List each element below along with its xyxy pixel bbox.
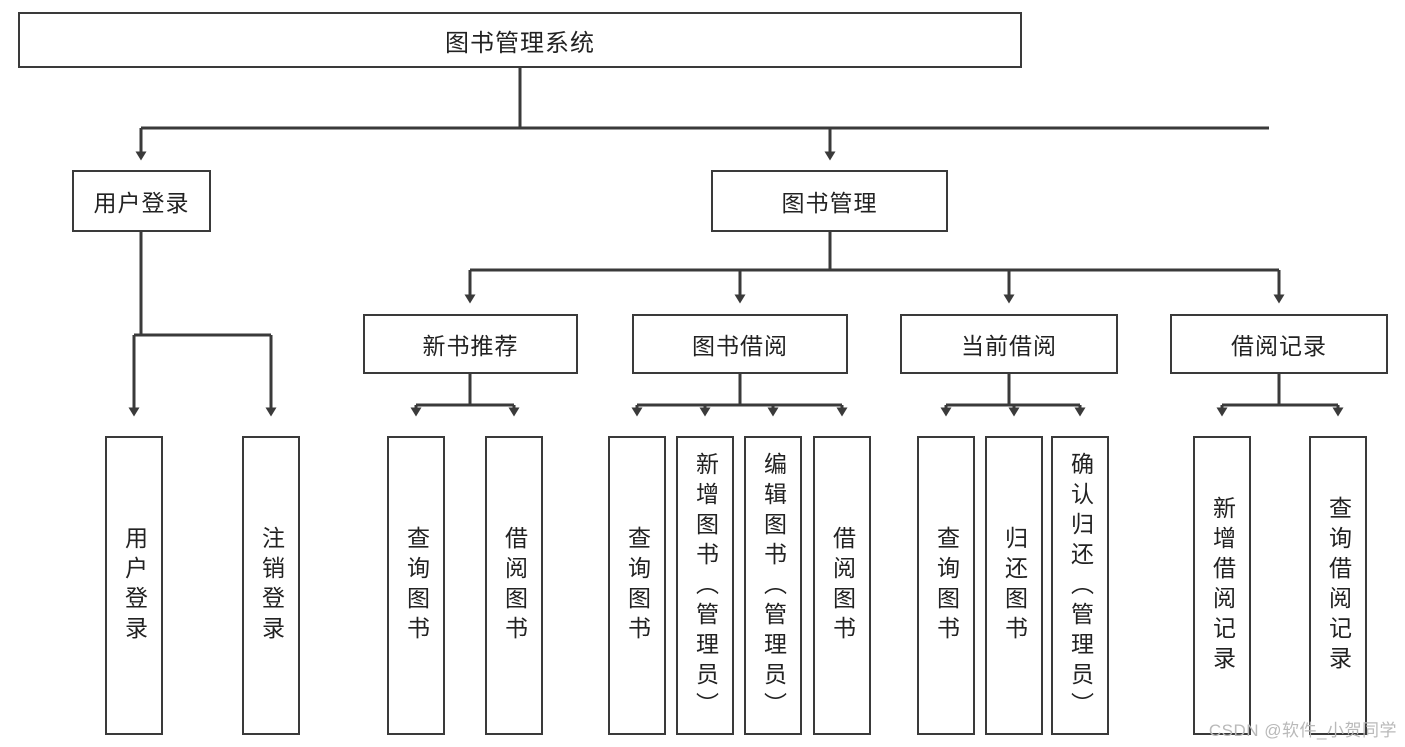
node-label: 注销登录 [258, 525, 285, 646]
node-label: 新增借阅记录 [1209, 495, 1236, 676]
node-label: 查询图书 [624, 525, 651, 646]
node-label: 查询图书 [403, 525, 430, 646]
node-label: 确认归还（管理员） [1067, 452, 1094, 722]
node-borrow-record[interactable]: 借阅记录 [1170, 314, 1388, 374]
node-label: 借阅图书 [501, 525, 528, 646]
leaf-edit-book-admin[interactable]: 编辑图书（管理员） [744, 436, 802, 735]
node-label: 编辑图书（管理员） [760, 452, 787, 722]
leaf-add-book-admin[interactable]: 新增图书（管理员） [676, 436, 734, 735]
node-label: 图书借阅 [692, 333, 788, 359]
node-label: 借阅记录 [1231, 333, 1327, 359]
node-label: 图书管理 [781, 190, 878, 216]
leaf-logout[interactable]: 注销登录 [242, 436, 300, 735]
leaf-borrow-book-recommend[interactable]: 借阅图书 [485, 436, 543, 735]
watermark: CSDN @软件_小贺同学 [1208, 721, 1397, 740]
node-current-borrow[interactable]: 当前借阅 [900, 314, 1118, 374]
leaf-add-borrow-record[interactable]: 新增借阅记录 [1193, 436, 1251, 735]
leaf-user-login[interactable]: 用户登录 [105, 436, 163, 735]
node-label: 用户登录 [121, 525, 148, 646]
node-label: 用户登录 [93, 190, 190, 216]
node-label: 查询借阅记录 [1325, 495, 1352, 676]
leaf-confirm-return-admin[interactable]: 确认归还（管理员） [1051, 436, 1109, 735]
node-user-login[interactable]: 用户登录 [72, 170, 211, 232]
node-label: 新书推荐 [422, 333, 519, 359]
leaf-query-book-current[interactable]: 查询图书 [917, 436, 975, 735]
leaf-query-borrow-record[interactable]: 查询借阅记录 [1309, 436, 1367, 735]
node-new-book-recommend[interactable]: 新书推荐 [363, 314, 578, 374]
leaf-query-book-recommend[interactable]: 查询图书 [387, 436, 445, 735]
leaf-borrow-book[interactable]: 借阅图书 [813, 436, 871, 735]
node-book-borrow[interactable]: 图书借阅 [632, 314, 848, 374]
leaf-query-book-borrow[interactable]: 查询图书 [608, 436, 666, 735]
node-label: 查询图书 [933, 525, 960, 646]
node-label: 借阅图书 [829, 525, 856, 646]
node-label: 归还图书 [1001, 525, 1028, 646]
node-book-management[interactable]: 图书管理 [711, 170, 948, 232]
node-root-book-management-system[interactable]: 图书管理系统 [18, 12, 1022, 68]
node-label: 新增图书（管理员） [692, 452, 719, 722]
node-label: 图书管理系统 [445, 29, 595, 57]
node-label: 当前借阅 [961, 333, 1057, 359]
leaf-return-book[interactable]: 归还图书 [985, 436, 1043, 735]
